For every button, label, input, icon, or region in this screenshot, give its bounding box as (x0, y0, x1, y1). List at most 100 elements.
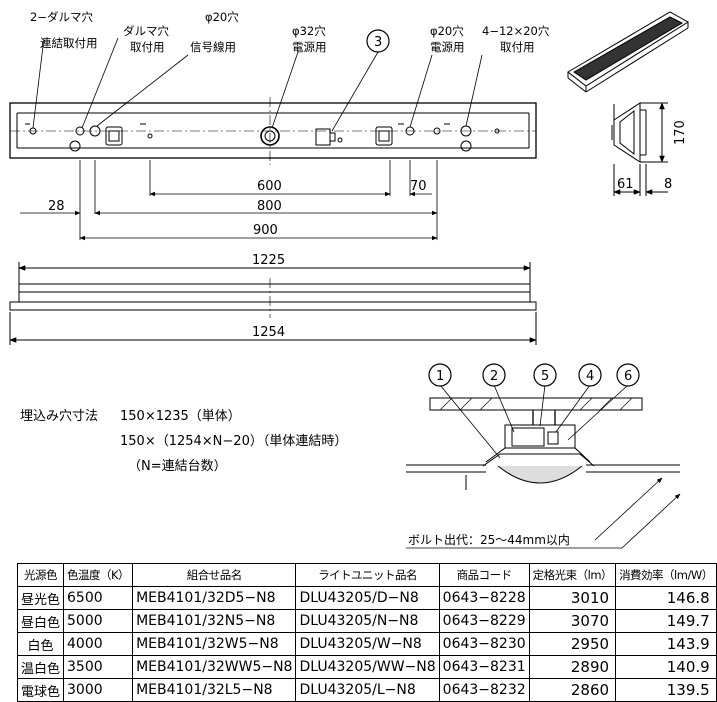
callout-number-5: 5 (541, 369, 549, 384)
cell-light-color: 温白色 (16, 655, 65, 679)
top-view-leaders (32, 37, 483, 132)
cell-combo-name: MEB4101/32D5−N8 (132, 586, 297, 610)
header-product-code: 商品コード (438, 563, 530, 587)
cutout-line-1: 150×1235（単体） (120, 409, 241, 424)
top-view-outline (9, 102, 537, 159)
cutout-label: 埋込み穴寸法 (20, 409, 99, 424)
cell-efficiency: 139.5 (615, 678, 717, 702)
dim-900: 900 (253, 223, 278, 238)
cell-product-code: 0643−8230 (438, 632, 530, 656)
cell-product-code: 0643−8228 (438, 586, 530, 610)
cell-efficiency: 143.9 (615, 632, 717, 656)
side-view-dimension-labels: 170 61 8 (617, 120, 688, 192)
cell-product-code: 0643−8232 (438, 678, 530, 702)
callout-number-4: 4 (586, 369, 594, 384)
callout-phi20-hole-a: φ20穴 (205, 10, 239, 24)
front-view-flange (9, 301, 537, 311)
callout-signal-wire: 信号線用 (190, 40, 236, 54)
cell-light-unit: DLU43205/N−N8 (295, 609, 440, 633)
cell-light-unit: DLU43205/WW−N8 (295, 655, 440, 679)
cell-light-color: 電球色 (16, 678, 65, 702)
spec-table: 光源色 色温度（K） 組合せ品名 ライトユニット品名 商品コード 定格光束（lm… (16, 563, 717, 702)
bolt-note: ボルト出代：25〜44mm以内 (408, 533, 570, 547)
front-view (9, 262, 537, 345)
cell-rated-flux: 2890 (528, 655, 617, 679)
front-view-dimension-labels: 1225 1254 (252, 253, 285, 340)
header-light-color: 光源色 (16, 563, 65, 587)
dim-8: 8 (664, 177, 672, 192)
cell-efficiency: 149.7 (615, 609, 717, 633)
dim-170: 170 (673, 120, 688, 145)
iso-view (567, 11, 689, 93)
callout-circle-6 (616, 363, 640, 387)
top-view-dimension-labels: 600 70 800 28 900 (48, 179, 427, 238)
callout-mounting: 取付用 (130, 40, 165, 54)
callout-item-3: 3 (374, 35, 382, 50)
callout-number-6: 6 (624, 369, 632, 384)
cell-light-color: 白色 (16, 632, 65, 656)
callout-circle-5 (533, 363, 557, 387)
table-row: 昼白色 5000 MEB4101/32N5−N8 DLU43205/N−N8 0… (16, 609, 717, 633)
cell-efficiency: 140.9 (615, 655, 717, 679)
cell-product-code: 0643−8231 (438, 655, 530, 679)
callout-dharma-hole: ダルマ穴 (123, 24, 169, 38)
cell-rated-flux: 2860 (528, 678, 617, 702)
callout-circle-1 (428, 363, 452, 387)
cell-light-unit: DLU43205/D−N8 (295, 586, 440, 610)
cell-combo-name: MEB4101/32WW5−N8 (132, 655, 297, 679)
top-view-dimensions (20, 160, 438, 241)
header-color-temp: 色温度（K） (63, 563, 134, 587)
callout-circle-3 (366, 29, 390, 53)
dim-600: 600 (257, 179, 282, 194)
callout-mounting-b: 取付用 (500, 40, 535, 54)
section-leaders (439, 384, 681, 549)
dim-1254: 1254 (252, 325, 285, 340)
header-combo-name: 組合せ品名 (132, 563, 297, 587)
dim-28: 28 (48, 199, 65, 214)
cell-light-unit: DLU43205/L−N8 (295, 678, 440, 702)
cell-product-code: 0643−8229 (438, 609, 530, 633)
cell-efficiency: 146.8 (615, 586, 717, 610)
cell-rated-flux: 3010 (528, 586, 617, 610)
dim-1225: 1225 (252, 253, 285, 268)
cell-color-temp: 3000 (63, 678, 134, 702)
table-row: 電球色 3000 MEB4101/32L5−N8 DLU43205/L−N8 0… (16, 678, 717, 702)
cell-rated-flux: 3070 (528, 609, 617, 633)
section-callouts: 1 2 5 4 6 (428, 363, 640, 387)
cell-light-unit: DLU43205/W−N8 (295, 632, 440, 656)
callout-power-b: 電源用 (430, 40, 465, 54)
cell-color-temp: 5000 (63, 609, 134, 633)
callout-four-slots: 4−12×20穴 (482, 24, 550, 38)
table-row: 温白色 3500 MEB4101/32WW5−N8 DLU43205/WW−N8… (16, 655, 717, 679)
header-rated-flux: 定格光束（lm） (528, 563, 617, 587)
callout-two-dharma-hole: 2−ダルマ穴 (30, 10, 93, 24)
callout-power-a: 電源用 (292, 40, 327, 54)
cutout-line-2: 150×（1254×N−20）（単体連結時） (120, 434, 348, 449)
cell-light-color: 昼白色 (16, 609, 65, 633)
callout-circle-4 (578, 363, 602, 387)
callout-circle-2 (482, 363, 506, 387)
cell-combo-name: MEB4101/32N5−N8 (132, 609, 297, 633)
top-view-callout-text: 2−ダルマ穴 連結取付用 ダルマ穴 取付用 φ20穴 信号線用 φ32穴 電源用… (30, 10, 550, 54)
callout-linking-mount: 連結取付用 (40, 36, 98, 50)
top-view (9, 97, 537, 165)
side-view (611, 102, 668, 196)
callout-phi32-hole: φ32穴 (292, 24, 326, 38)
dim-70: 70 (410, 179, 427, 194)
cell-light-color: 昼光色 (16, 586, 65, 610)
cell-color-temp: 4000 (63, 632, 134, 656)
cell-combo-name: MEB4101/32L5−N8 (132, 678, 297, 702)
callout-phi20-hole-b: φ20穴 (430, 24, 464, 38)
table-row: 白色 4000 MEB4101/32W5−N8 DLU43205/W−N8 06… (16, 632, 717, 656)
cutout-line-3: （N=連結台数） (128, 459, 227, 474)
spec-table-header: 光源色 色温度（K） 組合せ品名 ライトユニット品名 商品コード 定格光束（lm… (16, 563, 717, 587)
section-view (406, 397, 680, 490)
header-efficiency: 消費効率（lm/W） (615, 563, 717, 587)
table-row: 昼光色 6500 MEB4101/32D5−N8 DLU43205/D−N8 0… (16, 586, 717, 610)
callout-number-2: 2 (490, 369, 498, 384)
cell-color-temp: 6500 (63, 586, 134, 610)
front-view-body (18, 283, 531, 303)
cell-color-temp: 3500 (63, 655, 134, 679)
cell-combo-name: MEB4101/32W5−N8 (132, 632, 297, 656)
header-light-unit: ライトユニット品名 (295, 563, 440, 587)
